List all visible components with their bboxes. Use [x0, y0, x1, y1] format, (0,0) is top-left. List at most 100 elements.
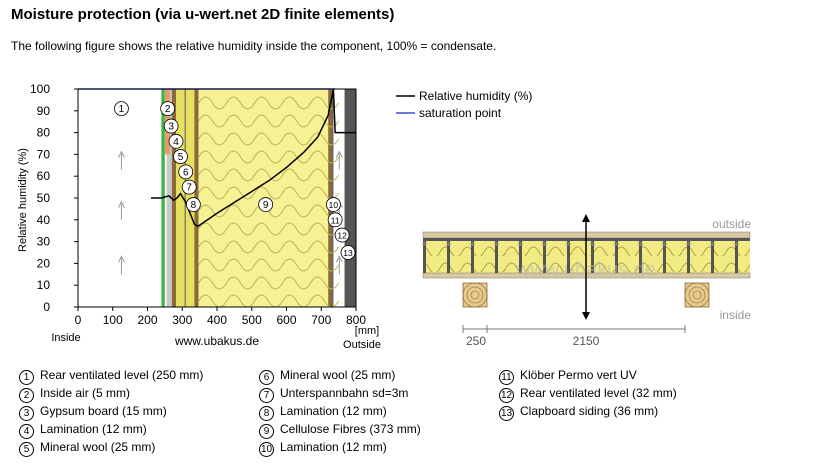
x-tick-label: 400 — [207, 313, 227, 327]
air-arrow-head — [335, 150, 343, 158]
x-label-inside: Inside — [51, 332, 80, 344]
wool-wave — [198, 222, 340, 236]
wool-wave — [198, 96, 340, 110]
diagram-label-inside: inside — [720, 308, 752, 322]
air-flow-arrows — [117, 150, 343, 275]
x-tick-label: 700 — [311, 313, 331, 327]
layer-number-circle — [340, 245, 356, 260]
diagram-beam-ring — [462, 282, 488, 308]
diagram-studs — [422, 241, 739, 273]
layer-legend-item: 3 Gypsum board (15 mm) — [19, 402, 203, 421]
diagram-stud — [591, 241, 594, 273]
y-tick-label: 90 — [37, 104, 51, 118]
layer-legend-text: Mineral wool (25 mm) — [40, 440, 156, 454]
y-tick-label: 60 — [37, 169, 51, 183]
diagram-stud — [471, 241, 474, 273]
layer-number-label: 13 — [343, 248, 353, 258]
layer-number-circle — [326, 197, 341, 212]
layer-legend-text: Klöber Permo vert UV — [520, 368, 637, 382]
layer-number-badge: 5 — [19, 442, 34, 457]
y-tick-label: 100 — [30, 82, 50, 96]
layer-legend-text: Gypsum board (15 mm) — [40, 404, 167, 418]
layer-legend-item: 11 Klöber Permo vert UV — [499, 366, 677, 385]
layer-number-circle — [181, 179, 197, 195]
layer-number-label: 6 — [183, 167, 189, 178]
layer-number-circle — [258, 197, 274, 212]
page-title: Moisture protection (via u-wert.net 2D f… — [11, 6, 395, 23]
layer-band — [344, 89, 356, 307]
layer-legend-text: Cellulose Fibres (373 mm) — [280, 422, 421, 436]
layer-number-circle — [327, 212, 343, 228]
y-tick-label: 0 — [43, 300, 50, 314]
y-tick-label: 70 — [37, 147, 51, 161]
layer-number-label: 1 — [119, 104, 125, 115]
x-tick-label: 800 — [346, 313, 366, 327]
diagram-stud — [423, 241, 426, 273]
layer-band — [175, 89, 185, 307]
y-axis-label: Relative humidity (%) — [17, 148, 29, 252]
layer-number-label: 11 — [331, 215, 340, 225]
wool-wave — [198, 186, 340, 200]
diagram-stud — [519, 241, 522, 273]
wool-wave — [198, 150, 340, 164]
diagram-label-outside: outside — [712, 217, 751, 231]
wool-wave — [198, 258, 340, 272]
wool-wave — [198, 240, 340, 254]
dimension-250: 250 — [466, 334, 486, 348]
x-tick-label: 600 — [276, 313, 296, 327]
layer-legend-item: 2 Inside air (5 mm) — [19, 384, 203, 403]
series-line — [150, 88, 356, 228]
layer-number-badge: 2 — [19, 388, 34, 403]
chart-watermark: www.ubakus.de — [174, 334, 259, 348]
diagram-stud — [711, 241, 714, 273]
diagram-batten — [710, 242, 715, 246]
layer-number-label: 8 — [191, 200, 197, 211]
wool-wave — [198, 168, 340, 182]
layer-number-badge: 3 — [19, 406, 34, 421]
layer-legend-text: Unterspannbahn sd=3m — [280, 386, 409, 400]
layer-number-label: 5 — [178, 152, 184, 163]
layer-number-circle — [185, 197, 201, 212]
layer-number-circle — [163, 118, 179, 134]
layer-number-circle — [334, 227, 350, 243]
layer-number-circle — [114, 101, 129, 117]
diagram-stud — [495, 241, 498, 273]
diagram-beam-ring — [470, 290, 480, 300]
x-tick-label: 0 — [75, 313, 82, 327]
layer-band — [171, 89, 176, 307]
layer-number-badge: 6 — [259, 370, 274, 385]
layer-number-badge: 9 — [259, 424, 274, 439]
wool-wave — [198, 132, 340, 146]
layer-number-label: 2 — [165, 104, 171, 115]
diagram-stud — [639, 241, 642, 273]
layer-band — [333, 89, 345, 307]
air-arrow-head — [117, 255, 125, 263]
layer-legend-item: 13 Clapboard siding (36 mm) — [499, 402, 677, 421]
diagram-batten — [446, 242, 451, 246]
layer-legend-text: Inside air (5 mm) — [40, 386, 131, 400]
diagram-batten — [542, 242, 547, 246]
layer-legend-text: Clapboard siding (36 mm) — [520, 404, 659, 418]
layer-legend-text: Lamination (12 mm) — [280, 440, 387, 454]
layer-number-badge: 8 — [259, 406, 274, 421]
layer-number-badge: 1 — [19, 370, 34, 385]
layer-number-label: 7 — [186, 183, 192, 194]
y-tick-label: 50 — [37, 191, 51, 205]
layer-legend-text: Rear ventilated level (32 mm) — [520, 386, 677, 400]
diagram-batten — [638, 242, 643, 246]
diagram-stud — [735, 241, 738, 273]
y-tick-label: 80 — [37, 126, 51, 140]
layer-number-badge: 13 — [499, 406, 514, 421]
diagram-beam-ring — [692, 290, 702, 300]
legend-entry-rh: Relative humidity (%) — [419, 89, 533, 103]
air-arrow-head — [335, 255, 343, 263]
layer-number-badge: 11 — [499, 370, 514, 385]
